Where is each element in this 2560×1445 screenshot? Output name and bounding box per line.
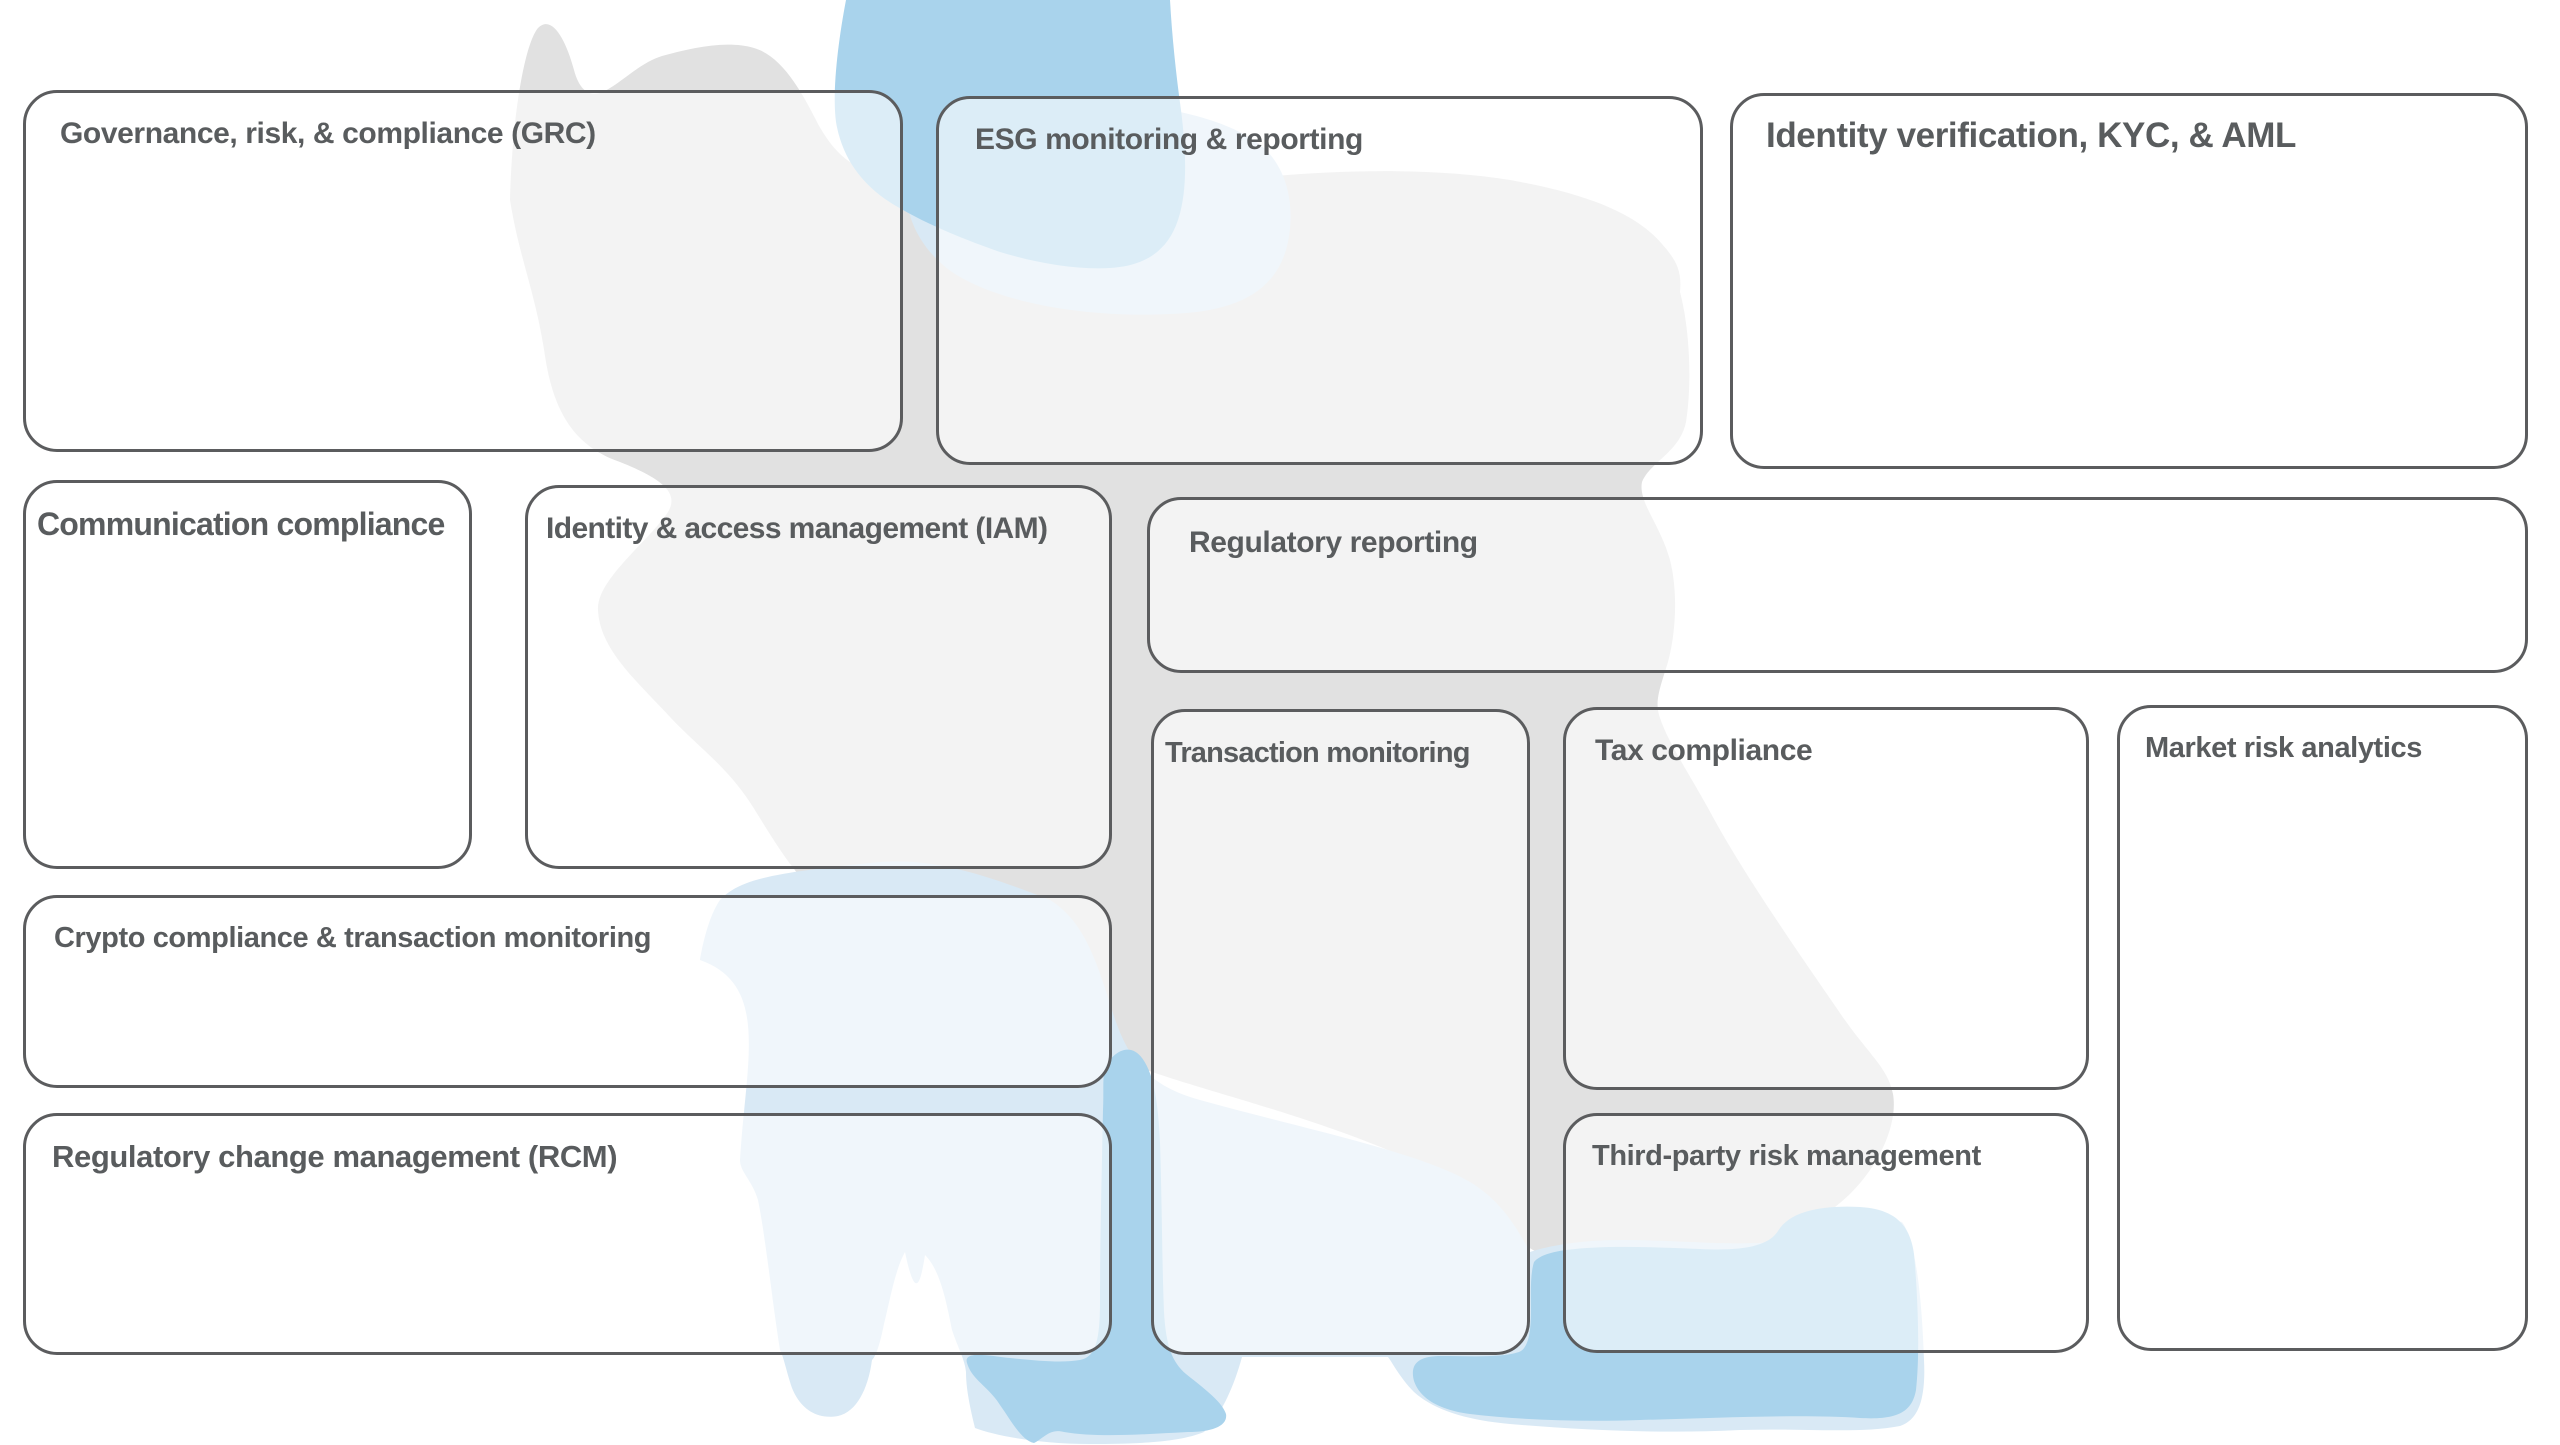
category-label: Identity & access management (IAM): [546, 512, 1048, 545]
category-box-transaction-monitoring: Transaction monitoring: [1151, 709, 1530, 1355]
category-label: Identity verification, KYC, & AML: [1766, 116, 2297, 155]
category-label: Regulatory reporting: [1189, 526, 1478, 559]
category-box-third-party-risk: Third-party risk management: [1563, 1113, 2089, 1353]
category-box-grc: Governance, risk, & compliance (GRC): [23, 90, 903, 452]
category-label: ESG monitoring & reporting: [975, 123, 1363, 156]
category-box-rcm: Regulatory change management (RCM): [23, 1113, 1112, 1355]
category-label: Communication compliance: [37, 506, 445, 542]
category-label: Governance, risk, & compliance (GRC): [60, 117, 596, 150]
category-label: Market risk analytics: [2145, 732, 2422, 764]
category-label: Tax compliance: [1595, 734, 1813, 767]
category-label: Crypto compliance & transaction monitori…: [54, 922, 652, 954]
category-box-regulatory-reporting: Regulatory reporting: [1147, 497, 2528, 673]
category-box-communication-compliance: Communication compliance: [23, 480, 472, 869]
category-label: Regulatory change management (RCM): [52, 1139, 618, 1174]
category-box-identity-verification-kyc-aml: Identity verification, KYC, & AML: [1730, 93, 2528, 469]
category-label: Third-party risk management: [1592, 1140, 1981, 1172]
category-box-esg: ESG monitoring & reporting: [936, 96, 1703, 465]
category-box-tax-compliance: Tax compliance: [1563, 707, 2089, 1090]
category-box-iam: Identity & access management (IAM): [525, 485, 1112, 869]
category-label: Transaction monitoring: [1165, 737, 1470, 769]
category-box-crypto-compliance: Crypto compliance & transaction monitori…: [23, 895, 1112, 1088]
category-box-market-risk-analytics: Market risk analytics: [2117, 705, 2528, 1351]
